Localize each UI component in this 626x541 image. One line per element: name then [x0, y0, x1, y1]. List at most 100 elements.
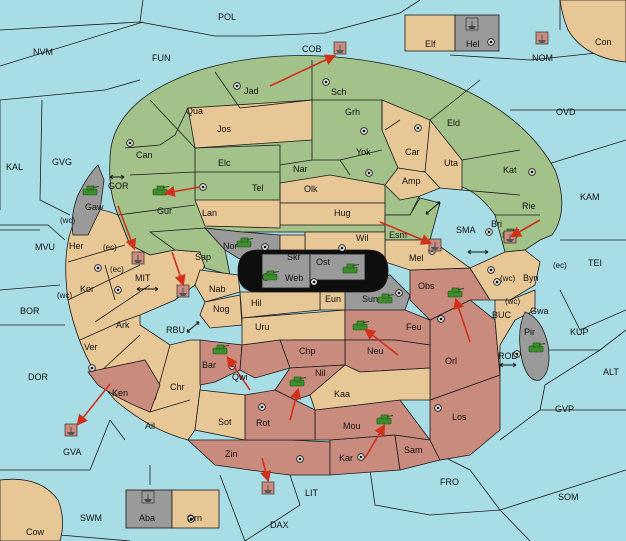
label-tei: TEI — [588, 258, 602, 268]
label-cob: COB — [302, 44, 322, 54]
label-alt: ALT — [603, 367, 619, 377]
label-gur: Gur — [157, 206, 172, 216]
label-web: Web — [285, 273, 303, 283]
fleet-nom — [535, 31, 549, 45]
label-kor-wc: (wc) — [57, 291, 72, 300]
land-ken[interactable] — [87, 359, 161, 413]
label-bar: Bar — [202, 360, 216, 370]
land-lan[interactable] — [194, 199, 281, 229]
label-gva: GVA — [63, 447, 81, 457]
land-hil[interactable] — [239, 291, 321, 319]
label-orl: Orl — [445, 356, 457, 366]
land-gaw[interactable] — [71, 164, 105, 236]
fleet-hel — [465, 17, 479, 31]
land-con[interactable] — [559, 0, 626, 63]
fleet-cob — [333, 41, 347, 55]
fleet-lit — [261, 481, 275, 495]
label-her-wc: (wc) — [60, 216, 75, 225]
label-uta: Uta — [444, 158, 458, 168]
land-neu[interactable] — [344, 339, 431, 373]
land-nab[interactable] — [194, 269, 241, 303]
land-hug[interactable] — [279, 202, 386, 226]
west-borders — [67, 244, 171, 401]
label-con: Con — [595, 37, 612, 47]
label-neu: Neu — [367, 346, 384, 356]
ail-border — [149, 399, 191, 413]
label-nab: Nab — [209, 284, 226, 294]
label-sch: Sch — [331, 87, 347, 97]
label-wil: Wil — [356, 233, 369, 243]
label-pol: POL — [218, 12, 236, 22]
label-olk: Olk — [304, 184, 318, 194]
label-orn: Orn — [187, 513, 202, 523]
label-dor: DOR — [28, 372, 49, 382]
label-lit: LIT — [305, 488, 319, 498]
label-chp: Chp — [299, 346, 316, 356]
label-bri: Bri — [491, 219, 502, 229]
label-aba: Aba — [139, 513, 155, 523]
land-cow[interactable] — [0, 478, 63, 541]
label-sun: Sun — [362, 294, 378, 304]
label-kaa: Kaa — [334, 389, 350, 399]
label-nvm: NVM — [33, 47, 53, 57]
land-byn[interactable] — [469, 249, 541, 301]
label-los: Los — [452, 412, 467, 422]
label-sma: SMA — [456, 225, 476, 235]
land-gwa[interactable] — [494, 289, 536, 376]
label-cow: Cow — [26, 527, 45, 537]
land-nog[interactable] — [199, 294, 243, 329]
label-kat: Kat — [503, 165, 517, 175]
label-mvu: MVU — [35, 242, 55, 252]
land-orn[interactable] — [171, 489, 220, 529]
label-tel: Tel — [252, 183, 264, 193]
land-uta[interactable] — [424, 118, 463, 191]
label-mou: Mou — [343, 421, 361, 431]
label-nom: NOM — [532, 53, 553, 63]
label-rie: Rie — [522, 201, 536, 211]
label-grh: Grh — [345, 107, 360, 117]
label-byn-wc: (wc) — [500, 274, 515, 283]
label-gvg: GVG — [52, 157, 72, 167]
label-nar: Nar — [293, 164, 308, 174]
label-her-ec: (ec) — [103, 243, 117, 252]
label-hel: Hel — [466, 39, 480, 49]
label-car: Car — [405, 147, 420, 157]
label-ail: Ail — [145, 421, 155, 431]
land-qwi[interactable] — [239, 339, 291, 379]
label-elc: Elc — [218, 158, 231, 168]
land-kaa[interactable] — [309, 364, 431, 411]
fleet-gva — [64, 423, 78, 437]
land-labels: Elf Hel Jad Sch Qua Jos Grh Eld Can Car … — [69, 39, 549, 523]
label-chr: Chr — [170, 382, 185, 392]
land-sot[interactable] — [194, 389, 246, 441]
fleet-sap — [176, 284, 190, 298]
label-qwi: Qwi — [232, 372, 248, 382]
label-som: SOM — [558, 492, 579, 502]
land-elf[interactable] — [404, 14, 456, 52]
label-lan: Lan — [202, 208, 217, 218]
label-byn: Byn — [523, 273, 539, 283]
label-kar: Kar — [339, 453, 353, 463]
label-rod: ROD — [498, 351, 519, 361]
label-eld: Eld — [447, 118, 460, 128]
land-bar[interactable] — [199, 339, 243, 386]
label-kam: KAM — [580, 192, 600, 202]
label-bor: BOR — [20, 306, 40, 316]
fleet-esm — [428, 238, 442, 252]
label-eun: Eun — [325, 294, 341, 304]
label-fun: FUN — [152, 53, 171, 63]
label-elf: Elf — [425, 39, 436, 49]
label-hug: Hug — [334, 208, 351, 218]
label-ost: Ost — [316, 257, 331, 267]
label-pir: Pir — [524, 327, 535, 337]
label-sam: Sam — [404, 445, 423, 455]
label-mit: MIT — [135, 273, 151, 283]
fleet-aba — [141, 490, 155, 504]
label-qua: Qua — [186, 106, 203, 116]
label-gor: GOR — [108, 181, 129, 191]
label-buc: BUC — [492, 310, 512, 320]
label-fro: FRO — [440, 477, 459, 487]
label-gwa: Gwa — [530, 306, 549, 316]
label-nor: Nor — [223, 241, 238, 251]
